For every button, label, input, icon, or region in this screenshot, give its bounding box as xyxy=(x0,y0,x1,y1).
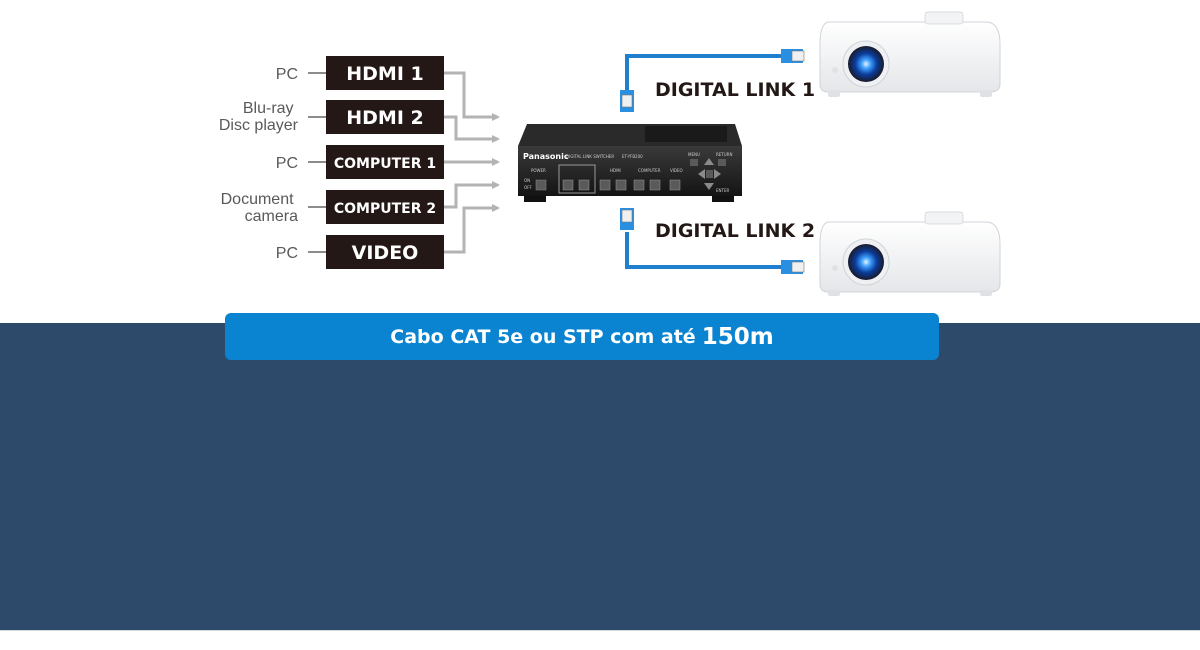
output-label-digital-link-1: DIGITAL LINK 1 xyxy=(655,79,815,101)
rj45-connectors xyxy=(620,49,805,274)
power-button-icon xyxy=(535,179,547,191)
arrow-up-icon xyxy=(704,158,714,165)
switcher-return-label: RETURN xyxy=(716,152,732,157)
digital-link-cables xyxy=(625,54,783,269)
switcher-menu-label: MENU xyxy=(688,152,700,157)
switcher-model-id: ET-YFB200 xyxy=(622,154,643,159)
background-panel xyxy=(0,323,1200,630)
input-box-hdmi2 xyxy=(326,100,444,134)
switcher-button-4 xyxy=(615,179,627,191)
source-label-pc-2: PC xyxy=(276,155,298,172)
input-label-hdmi1: HDMI 1 xyxy=(346,63,423,85)
projector-1 xyxy=(819,11,1001,97)
menu-button-icon xyxy=(690,159,698,166)
source-connectors xyxy=(308,72,326,253)
digital-link-switcher: Panasonic DIGITAL LINK SWITCHER ET-YFB20… xyxy=(518,124,742,202)
input-box-computer1 xyxy=(326,145,444,179)
switcher-off-label: OFF xyxy=(524,185,532,190)
arrow-computer2 xyxy=(444,181,500,209)
arrow-video xyxy=(444,204,500,254)
input-box-video xyxy=(326,235,444,269)
switcher-button-5 xyxy=(633,179,645,191)
switcher-button-2 xyxy=(578,179,590,191)
arrow-left-icon xyxy=(698,169,705,179)
switcher-hdmi-label: HDMI xyxy=(610,168,621,173)
center-button-icon xyxy=(706,170,713,178)
arrow-down-icon xyxy=(704,183,714,190)
arrow-right-icon xyxy=(714,169,721,179)
switcher-video-label: VIDEO xyxy=(670,168,683,173)
input-label-hdmi2: HDMI 2 xyxy=(346,107,423,129)
switcher-model-text: DIGITAL LINK SWITCHER xyxy=(566,154,614,159)
cable-digital-link-2 xyxy=(625,232,783,269)
cable-digital-link-1 xyxy=(625,54,783,92)
input-label-video: VIDEO xyxy=(352,242,419,264)
switcher-button-3 xyxy=(599,179,611,191)
caption-distance: 150m xyxy=(701,323,774,350)
projector-2 xyxy=(819,211,1001,296)
rj45-connector-icon xyxy=(781,260,805,274)
input-label-computer1: COMPUTER 1 xyxy=(334,156,436,172)
arrow-hdmi1 xyxy=(444,71,500,121)
switcher-button-7 xyxy=(669,179,681,191)
switcher-brand: Panasonic xyxy=(523,152,569,161)
input-label-computer2: COMPUTER 2 xyxy=(334,201,436,217)
input-boxes: HDMI 1 HDMI 2 COMPUTER 1 COMPUTER 2 VIDE… xyxy=(326,56,444,269)
output-label-digital-link-2: DIGITAL LINK 2 xyxy=(655,220,815,242)
switcher-power-label: POWER xyxy=(531,168,546,173)
source-label-pc-1: PC xyxy=(276,66,298,83)
switcher-button-1 xyxy=(562,179,574,191)
arrow-hdmi2 xyxy=(444,115,500,143)
caption-text: Cabo CAT 5e ou STP com até xyxy=(390,325,696,348)
return-button-icon xyxy=(718,159,726,166)
input-arrows xyxy=(444,71,500,254)
rj45-connector-icon xyxy=(620,208,634,230)
rj45-connector-icon xyxy=(781,49,805,63)
switcher-enter-label: ENTER xyxy=(716,188,729,193)
rj45-connector-icon xyxy=(620,90,634,112)
cable-caption-bar: Cabo CAT 5e ou STP com até 150m xyxy=(225,313,939,360)
source-label-document-camera: Document camera xyxy=(221,191,298,225)
source-labels: PC Blu-ray Disc player PC Document camer… xyxy=(219,66,299,262)
footer-strip xyxy=(0,630,1200,650)
source-label-bluray: Blu-ray Disc player xyxy=(219,100,299,134)
switcher-computer-label: COMPUTER xyxy=(638,168,661,173)
input-box-hdmi1 xyxy=(326,56,444,90)
switcher-on-label: ON xyxy=(524,178,530,183)
connection-diagram: PC Blu-ray Disc player PC Document camer… xyxy=(0,0,1200,323)
switcher-button-6 xyxy=(649,179,661,191)
input-box-computer2 xyxy=(326,190,444,224)
source-label-pc-3: PC xyxy=(276,245,298,262)
